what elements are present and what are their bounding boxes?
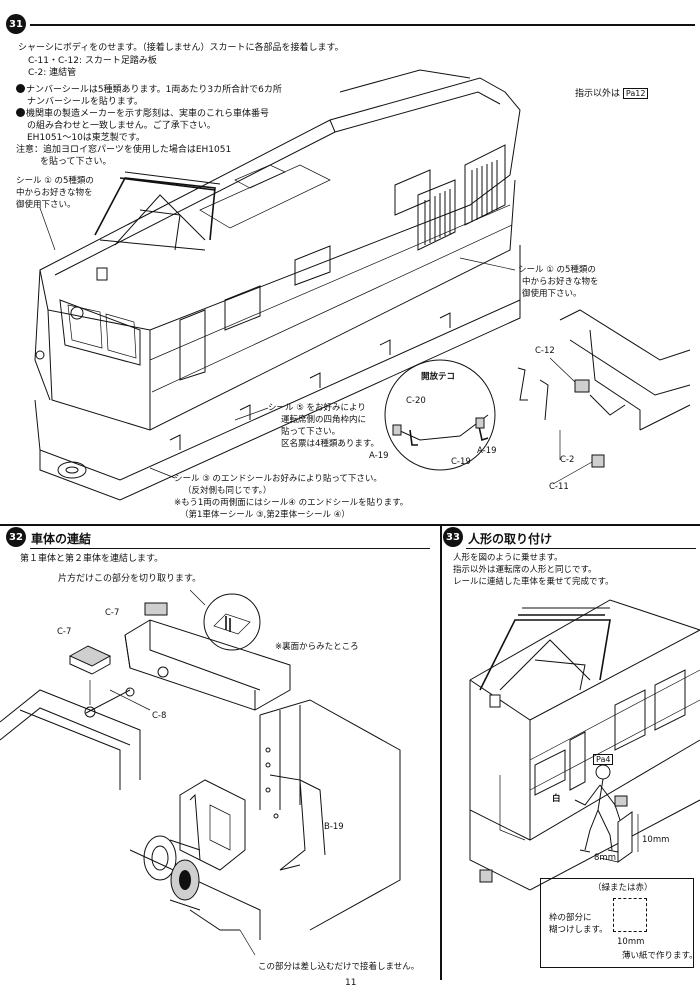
figure-white-label: 白	[552, 794, 561, 804]
part-label-c19: C-19	[451, 457, 471, 467]
sign-box-note-a: 枠の部分に	[549, 913, 592, 923]
step-33-title: 人形の取り付け	[468, 532, 553, 546]
part-label-c7-left: C-7	[57, 627, 72, 637]
step-32-title: 車体の連結	[31, 532, 92, 546]
seal1-left-b: 中からお好きな物を	[16, 188, 93, 198]
part-label-c11: C-11	[549, 482, 569, 492]
seal3-d: （第1車体ーシール ③,第2車体ーシール ④）	[180, 510, 350, 520]
locomotive-illustration	[34, 69, 691, 501]
step-32-cut-note: 片方だけこの部分を切り取ります。	[58, 574, 202, 584]
open-lever-label: 開放テコ	[421, 372, 456, 382]
sign-template-box	[540, 878, 694, 968]
part-label-c20: C-20	[406, 396, 426, 406]
seal1-left-a: シール ① の5種類の	[16, 176, 94, 186]
bullet-icon	[16, 84, 25, 93]
step-33-line-2: 指示以外は運転席の人形と同じです。	[453, 565, 597, 575]
step-31-bullet-2: 機関車の製造メーカーを示す彫刻は、実車のこれら車体番号	[16, 108, 269, 120]
step-31-line-3: C-2: 連結管	[28, 68, 77, 78]
step-31-badge: 31	[6, 14, 26, 34]
seal5-b: 運転席側の四角枠内に	[281, 415, 367, 425]
dim-8mm: 8mm	[594, 853, 616, 863]
seal1-right-b: 中からお好きな物を	[522, 277, 599, 287]
section-divider-vertical	[440, 525, 442, 980]
step-32-back-view: ※裏面からみたところ	[275, 642, 359, 652]
coupling-illustration	[0, 589, 401, 956]
step-31-bullet-1: ナンバーシールは5種類あります。1両あたり3カ所合計で6カ所	[16, 84, 282, 96]
step-33-line-1: 人形を図のように乗せます。	[453, 553, 563, 563]
step-31-note-a: 注意：追加ヨロイ窓パーツを使用した場合はEH1051	[16, 145, 232, 155]
bullet-icon	[16, 108, 25, 117]
seal3-a: シール ③ のエンドシールお好みにより貼って下さい。	[174, 474, 382, 484]
seal1-right-c: 御使用下さい。	[522, 289, 582, 299]
sign-template-square	[613, 898, 647, 932]
part-label-c2: C-2	[560, 455, 575, 465]
seal5-a: シール ⑤ をお好みにより	[268, 403, 366, 413]
step-33-badge: 33	[443, 527, 463, 547]
figure-ref: Pa4	[593, 754, 614, 765]
seal3-c: ※もう1両の両側面にはシール④ のエンドシールを貼ります。	[174, 498, 409, 508]
instruction-right: 指示以外は Pa12	[575, 88, 649, 100]
sign-box-dim: 10mm	[617, 937, 645, 947]
part-label-c12: C-12	[535, 346, 555, 356]
step-33-line-3: レールに連結した車体を乗せて完成です。	[453, 577, 614, 587]
step-31-bullet-2b: の組み合わせと一致しません。ご了承下さい。	[27, 121, 216, 131]
seal1-left-c: 御使用下さい。	[16, 200, 76, 210]
part-label-b19: B-19	[324, 822, 344, 832]
seal5-d: 区名票は4種類あります。	[281, 439, 380, 449]
part-label-c7-top: C-7	[105, 608, 120, 618]
section-divider-horizontal	[0, 524, 700, 526]
part-label-c8: C-8	[152, 711, 167, 721]
step-32-bottom-note: この部分は差し込むだけで接着しません。	[258, 962, 420, 972]
sign-box-title: （緑または赤）	[593, 883, 653, 893]
seal5-c: 貼って下さい。	[281, 427, 341, 437]
step-31-top-rule	[30, 24, 695, 26]
figure-mounting-illustration	[469, 599, 700, 891]
step-32-title-rule	[30, 548, 430, 549]
step-32-badge: 32	[6, 527, 26, 547]
step-31-line-2: C-11・C-12: スカート足踏み板	[28, 56, 157, 66]
part-label-a19-left: A-19	[369, 451, 389, 461]
page-number: 11	[345, 978, 357, 988]
part-label-a19-right: A-19	[477, 446, 497, 456]
step-31-bullet-2c: EH1051～10は東芝製です。	[27, 133, 145, 143]
sign-box-note-b: 糊つけします。	[549, 925, 608, 935]
step-31-line-1: シャーシにボディをのせます。（接着しません）スカートに各部品を接着します。	[18, 43, 344, 53]
seal1-right-a: シール ① の5種類の	[518, 265, 596, 275]
step-31-bullet-1b: ナンバーシールを貼ります。	[27, 97, 143, 107]
dim-10mm-vertical: 10mm	[642, 835, 670, 845]
step-33-title-rule	[466, 548, 696, 549]
sign-box-paper: 薄い紙で作ります。	[622, 951, 698, 961]
page-ref-box: Pa12	[622, 88, 649, 99]
seal3-b: （反対側も同じです。）	[183, 486, 272, 496]
step-32-line-1: 第１車体と第２車体を連結します。	[20, 554, 164, 564]
step-31-note-b: を貼って下さい。	[40, 157, 112, 167]
